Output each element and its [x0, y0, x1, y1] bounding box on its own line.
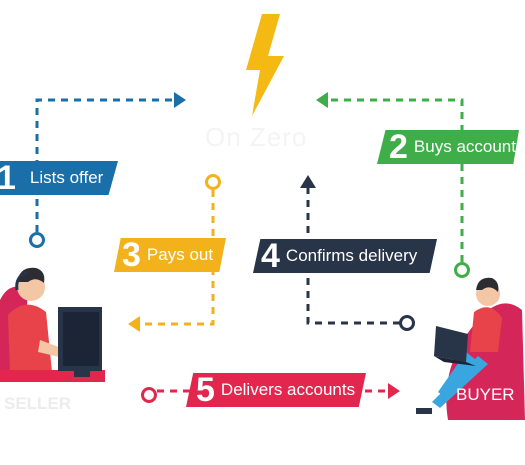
- step-banner-pays-out: 3 Pays out: [114, 238, 226, 272]
- beanbag-chair-icon: [446, 303, 525, 420]
- step-number: 3: [122, 236, 141, 274]
- flow-start-dot-blue: [29, 232, 45, 248]
- step-label: Delivers accounts: [220, 380, 356, 399]
- flow-arrow-pays-out: [140, 190, 215, 326]
- arrowhead-dark: [300, 175, 316, 188]
- step-banner-buys-account: 2 Buys account: [377, 130, 519, 164]
- flow-start-dot-green: [454, 262, 470, 278]
- step-label: Confirms delivery: [285, 246, 418, 265]
- seller-person-icon: [0, 267, 105, 382]
- computer-monitor-icon: [58, 307, 102, 377]
- buyer-label: BUYER: [456, 385, 515, 404]
- arrowhead-blue: [174, 92, 186, 108]
- step-number: 5: [196, 371, 215, 409]
- step-label: Lists offer: [29, 168, 104, 187]
- lightning-bolt-icon: [246, 14, 284, 116]
- flow-start-dot-pink: [141, 387, 157, 403]
- arrowhead-pink: [388, 383, 400, 399]
- step-number: 4: [261, 237, 280, 275]
- seller-label: SELLER: [4, 394, 72, 413]
- flow-start-dot-yellow: [205, 174, 221, 190]
- step-banner-delivers-accounts: 5 Delivers accounts: [186, 373, 366, 407]
- flow-arrow-confirms-delivery: [306, 188, 400, 325]
- step-banner-confirms-delivery: 4 Confirms delivery: [253, 239, 437, 273]
- arrowhead-yellow: [128, 316, 140, 332]
- brand-name: On Zero: [205, 122, 308, 152]
- step-label: Pays out: [146, 245, 214, 264]
- step-banner-lists-offer: 1 Lists offer: [0, 161, 118, 195]
- laptop-icon: [434, 326, 476, 366]
- arrowhead-green: [316, 92, 328, 108]
- flow-start-dot-dark: [399, 315, 415, 331]
- flow-arrow-buys-account: [328, 98, 464, 262]
- step-label: Buys account: [413, 137, 516, 156]
- step-number: 2: [389, 128, 408, 166]
- step-number: 1: [0, 159, 16, 197]
